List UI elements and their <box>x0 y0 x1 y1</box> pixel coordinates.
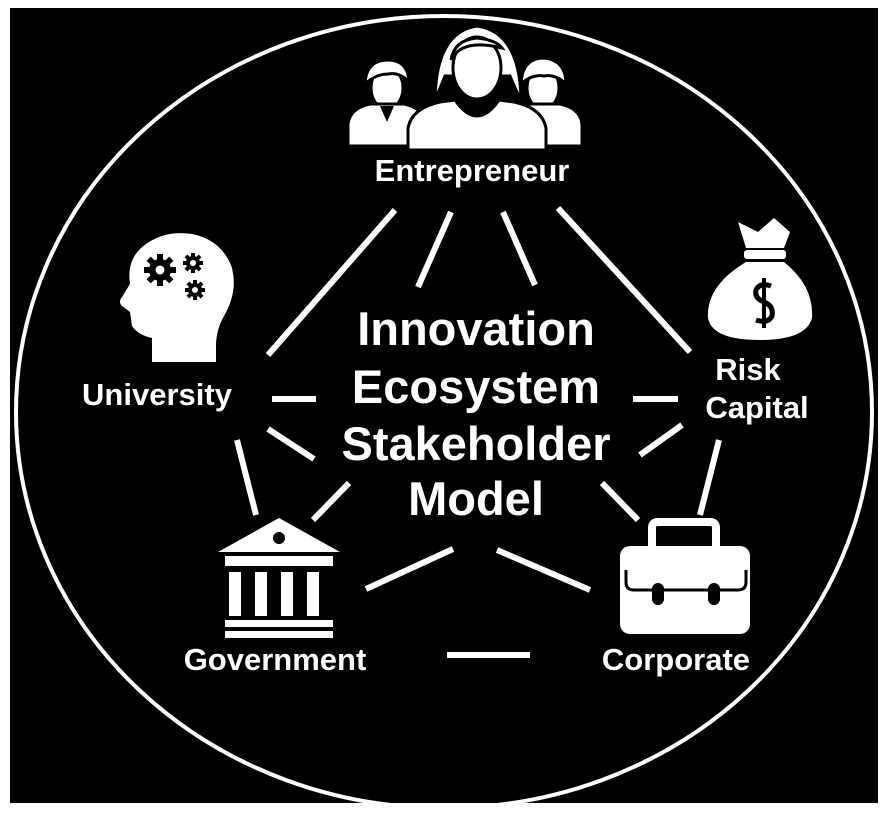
entrepreneur-node: Entrepreneur <box>346 24 584 188</box>
connector-center-government-lower <box>364 546 455 592</box>
people-group-icon <box>346 24 584 152</box>
connector-university-government <box>234 439 259 516</box>
risk-capital-label-line-2: Capital <box>705 390 808 425</box>
university-node: University <box>82 233 234 412</box>
connector-riskcapital-government <box>638 422 684 458</box>
connector-entrepreneur-university <box>265 208 398 357</box>
connector-entrepreneur-corporate <box>500 210 538 287</box>
risk-capital-node: Risk Capital <box>705 218 813 425</box>
connector-entrepreneur-riskcapital <box>555 205 693 355</box>
entrepreneur-label: Entrepreneur <box>375 153 570 188</box>
outer-circle <box>14 14 874 810</box>
corporate-label: Corporate <box>602 642 750 677</box>
briefcase-icon <box>620 518 750 634</box>
center-title: Innovation Ecosystem Stakeholder Model <box>341 302 610 525</box>
risk-capital-label-line-1: Risk <box>715 352 781 387</box>
title-line-3: Stakeholder <box>341 417 610 470</box>
connector-university-corporate <box>266 426 316 462</box>
university-label: University <box>82 377 233 412</box>
connector-riskcapital-corporate <box>697 439 722 516</box>
government-label: Government <box>184 642 367 677</box>
head-gears-icon <box>120 233 234 362</box>
title-line-1: Innovation <box>357 302 595 355</box>
connector-center-corporate <box>599 480 641 523</box>
connectors <box>234 205 722 658</box>
connector-entrepreneur-government <box>415 210 454 289</box>
government-building-icon <box>218 518 340 638</box>
corporate-node: Corporate <box>602 518 750 677</box>
title-line-2: Ecosystem <box>352 360 600 413</box>
connector-center-government <box>310 480 352 523</box>
government-node: Government <box>184 518 367 677</box>
title-line-4: Model <box>408 472 544 525</box>
connector-center-corporate-lower <box>495 547 592 593</box>
money-bag-icon <box>707 218 813 340</box>
